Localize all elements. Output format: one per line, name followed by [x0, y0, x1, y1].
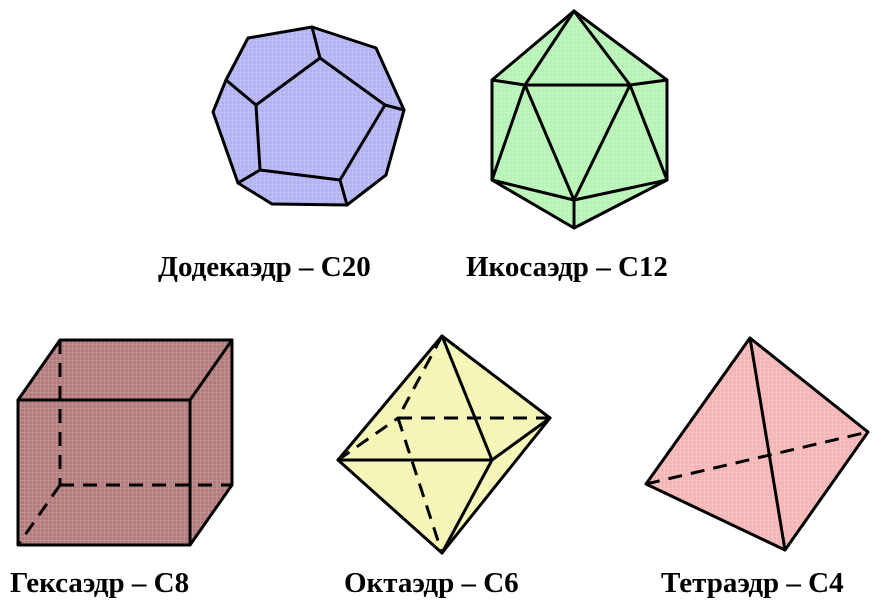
dodecahedron-label: Додекаэдр – C20	[158, 251, 371, 283]
icosahedron-label: Икосаэдр – C12	[466, 251, 668, 283]
octahedron-label: Октаэдр – C6	[344, 567, 519, 599]
tetrahedron-label: Тетраэдр – C4	[661, 567, 844, 599]
hexahedron-label: Гексаэдр – C8	[10, 567, 189, 599]
tetrahedron-figure	[644, 336, 870, 552]
icosahedron-figure	[490, 9, 669, 230]
dodecahedron-figure	[211, 25, 406, 207]
hexahedron-figure	[16, 338, 234, 547]
octahedron-figure	[336, 334, 552, 555]
